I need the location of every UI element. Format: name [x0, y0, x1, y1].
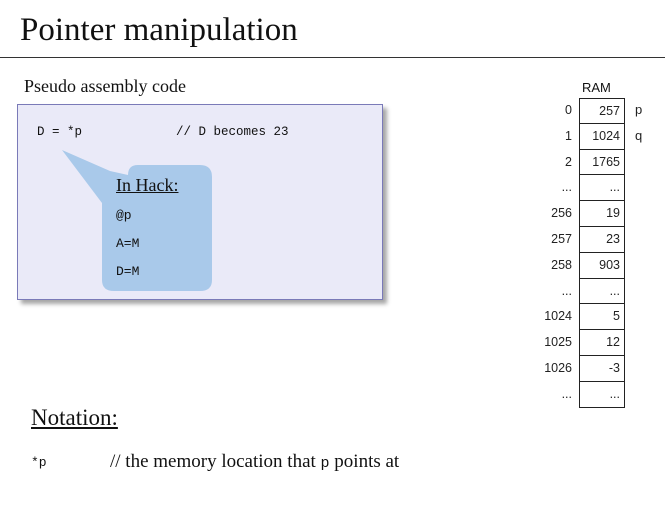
ram-cell-value: 1024 [579, 123, 625, 150]
ram-cell-value: 19 [579, 201, 625, 227]
ram-cell-value: ... [579, 381, 625, 408]
hack-bubble: In Hack: @p A=M D=M [116, 175, 178, 286]
hack-line: A=M [116, 236, 140, 251]
notation-desc-prefix: // the memory location that [110, 451, 321, 472]
slide-title: Pointer manipulation [20, 12, 298, 48]
ram-cell-value: -3 [579, 355, 625, 382]
notation-description: // the memory location that p points at [110, 451, 399, 473]
code-comment: // D becomes 23 [176, 125, 289, 139]
ram-address: 1024 [544, 309, 572, 324]
ram-cell-value: ... [579, 175, 625, 202]
ram-cell-value: 5 [579, 304, 625, 331]
ram-label: RAM [582, 80, 611, 95]
ram-cell-value: 23 [579, 226, 625, 253]
ram-address: 0 [565, 103, 572, 117]
section-subtitle: Pseudo assembly code [24, 76, 186, 96]
ram-address: ... [561, 386, 572, 401]
ram-address: 1025 [544, 335, 572, 350]
ram-cell-value: 257 [579, 98, 625, 124]
ram-cell-value: 12 [579, 330, 625, 356]
speech-bubble [62, 150, 212, 291]
notation-desc-var: p [320, 455, 330, 472]
hack-title: In Hack: [116, 175, 179, 195]
hack-line: @p [116, 208, 132, 223]
ram-address: 2 [565, 154, 572, 169]
ram-address: 1026 [544, 360, 572, 375]
ram-address: ... [561, 283, 572, 298]
ram-address: 257 [551, 231, 572, 246]
ram-address: 1 [565, 128, 572, 143]
ram-pointer-label: p [635, 102, 643, 117]
ram-cell-value: 903 [579, 252, 625, 279]
title-divider [0, 57, 665, 58]
hack-line: D=M [116, 264, 140, 279]
ram-cell-value: ... [579, 278, 625, 305]
notation-title: Notation: [31, 405, 118, 430]
ram-pointer-label: q [635, 127, 643, 143]
code-statement: D = *p [37, 125, 83, 139]
ram-cell-value: 1765 [579, 149, 625, 176]
notation-desc-suffix: points at [329, 451, 400, 472]
ram-address: 256 [551, 206, 572, 221]
code-box: D = *p // D becomes 23 In Hack: @p A=M D… [17, 104, 383, 300]
ram-address: ... [561, 180, 572, 195]
ram-address: 258 [551, 257, 572, 272]
notation-term: *p [31, 455, 47, 470]
